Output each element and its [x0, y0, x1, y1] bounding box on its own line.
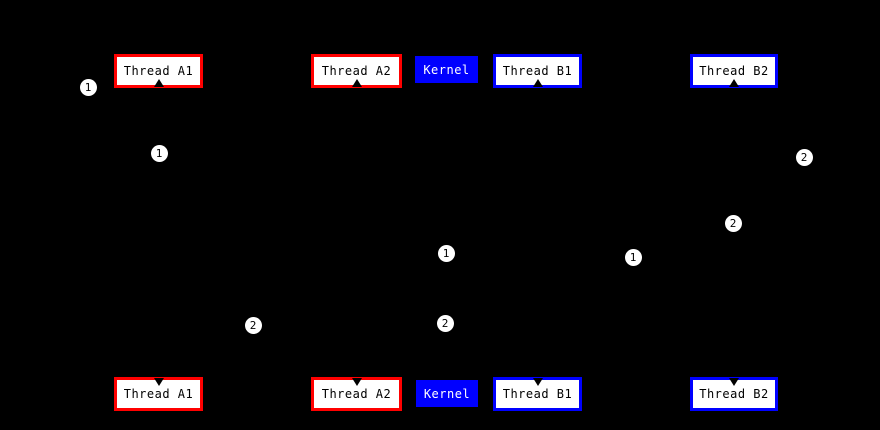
badge-1d: 1	[624, 248, 642, 266]
node-thread-a1-top: Thread A1	[114, 54, 203, 88]
sequence-number-label: 2	[800, 150, 808, 164]
arrowhead-icon	[153, 378, 164, 386]
diagram-node-label: Kernel	[423, 386, 471, 401]
diagram-node-label: Thread A1	[123, 64, 194, 78]
arrowhead-icon	[153, 79, 164, 87]
node-thread-b2-bottom: Thread B2	[690, 377, 778, 411]
sequence-number-label: 1	[442, 246, 450, 260]
node-thread-a2-bottom: Thread A2	[311, 377, 402, 411]
sequence-number-label: 2	[249, 318, 257, 332]
arrowhead-icon	[532, 79, 543, 87]
arrowhead-icon	[729, 79, 739, 87]
diagram-node-label: Thread B2	[699, 64, 769, 78]
arrowhead-icon	[351, 79, 362, 87]
diagram-node-label: Kernel	[423, 62, 470, 77]
diagram-node-label: Thread A1	[123, 387, 194, 401]
sequence-number-label: 1	[84, 80, 92, 94]
sequence-number-label: 2	[729, 216, 737, 230]
sequence-number-label: 1	[629, 250, 637, 264]
node-thread-b2-top: Thread B2	[690, 54, 778, 88]
badge-2d: 2	[244, 316, 262, 334]
diagram-node-label: Thread A2	[321, 387, 392, 401]
arrowhead-icon	[532, 378, 543, 386]
badge-2a: 2	[795, 148, 813, 166]
node-kernel-bottom: Kernel	[416, 380, 478, 407]
node-thread-a2-top: Thread A2	[311, 54, 402, 88]
node-thread-b1-top: Thread B1	[493, 54, 582, 88]
diagram-node-label: Thread A2	[321, 64, 392, 78]
badge-1c: 1	[437, 244, 455, 262]
sequence-number-label: 2	[441, 316, 449, 330]
badge-1b: 1	[150, 144, 168, 162]
node-kernel-top: Kernel	[415, 56, 478, 83]
badge-2b: 2	[724, 214, 742, 232]
sequence-number-label: 1	[155, 146, 163, 160]
badge-1a: 1	[79, 78, 97, 96]
diagram-node-label: Thread B2	[699, 387, 769, 401]
node-thread-b1-bottom: Thread B1	[493, 377, 582, 411]
arrowhead-icon	[729, 378, 739, 386]
badge-2c: 2	[436, 314, 454, 332]
arrowhead-icon	[351, 378, 362, 386]
node-thread-a1-bottom: Thread A1	[114, 377, 203, 411]
diagram-node-label: Thread B1	[502, 387, 573, 401]
diagram-node-label: Thread B1	[502, 64, 573, 78]
